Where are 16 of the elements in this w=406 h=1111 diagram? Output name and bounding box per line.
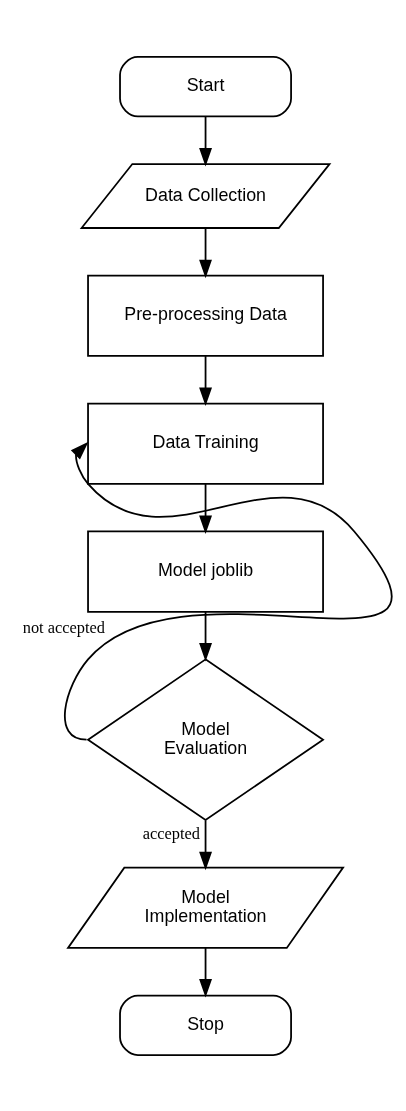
node-box: Data Training	[87, 402, 324, 485]
arrow	[199, 610, 212, 661]
arrow	[199, 354, 212, 406]
edge-label: not accepted	[22, 617, 105, 637]
node-box: Start	[119, 55, 292, 117]
arrow	[199, 818, 212, 870]
node-box: Model joblib	[87, 530, 324, 613]
arrow	[199, 226, 212, 278]
arrow	[64, 441, 393, 741]
node-box: Pre-processing Data	[87, 274, 324, 357]
edge-label: accepted	[142, 823, 200, 843]
arrow	[199, 482, 212, 534]
arrow	[199, 115, 212, 166]
node-box: Stop	[119, 994, 292, 1056]
arrow	[199, 946, 212, 998]
node-diamond: Model Evaluation	[86, 657, 325, 821]
